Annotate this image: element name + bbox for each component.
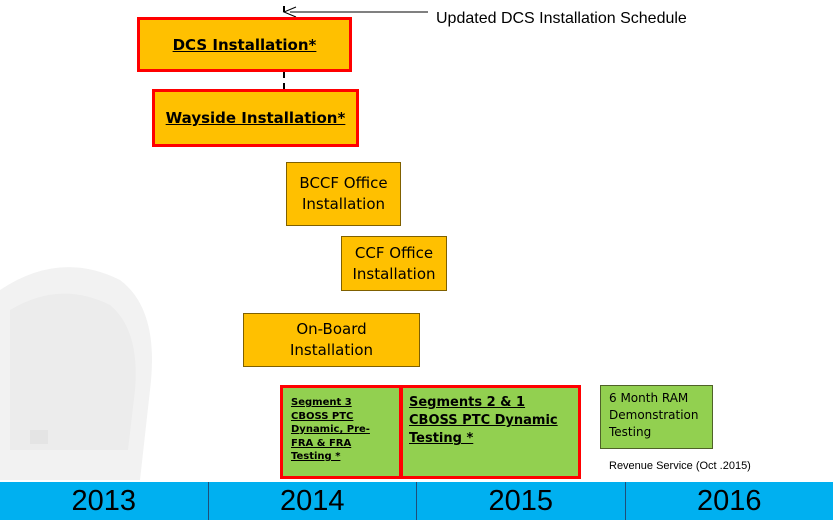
- year-2015: 2015: [417, 482, 626, 520]
- task-ram-demonstration: 6 Month RAM Demonstration Testing: [600, 385, 713, 449]
- task-wayside-label: Wayside Installation*: [165, 109, 346, 127]
- task-segment-3-label: Segment 3 CBOSS PTC Dynamic, Pre-FRA & F…: [291, 397, 370, 462]
- task-wayside-installation: Wayside Installation*: [152, 89, 359, 147]
- task-dcs-installation: DCS Installation*: [137, 17, 352, 72]
- task-onboard-label: On-Board Installation: [289, 320, 374, 359]
- year-2013: 2013: [0, 482, 209, 520]
- year-2016: 2016: [696, 484, 762, 517]
- revenue-service-note: Revenue Service (Oct .2015): [609, 460, 751, 472]
- task-segments-2-1-testing: Segments 2 & 1 CBOSS PTC Dynamic Testing…: [400, 385, 581, 479]
- year-2014: 2014: [209, 482, 417, 520]
- task-ram-label: 6 Month RAM Demonstration Testing: [609, 391, 699, 439]
- task-bccf-office-installation: BCCF Office Installation: [286, 162, 401, 226]
- task-dcs-label: DCS Installation*: [172, 35, 317, 54]
- task-bccf-label: BCCF Office Installation: [299, 174, 388, 213]
- task-ccf-office-installation: CCF Office Installation: [341, 236, 447, 291]
- timeline-year-bar: 2013 2014 2015 2016: [0, 482, 833, 520]
- task-ccf-label: CCF Office Installation: [352, 243, 436, 283]
- annotation-text: Updated DCS Installation Schedule: [436, 10, 687, 27]
- task-segment-3-testing: Segment 3 CBOSS PTC Dynamic, Pre-FRA & F…: [280, 385, 402, 479]
- task-segments-2-1-label: Segments 2 & 1 CBOSS PTC Dynamic Testing…: [409, 395, 558, 447]
- task-onboard-installation: On-Board Installation: [243, 313, 420, 367]
